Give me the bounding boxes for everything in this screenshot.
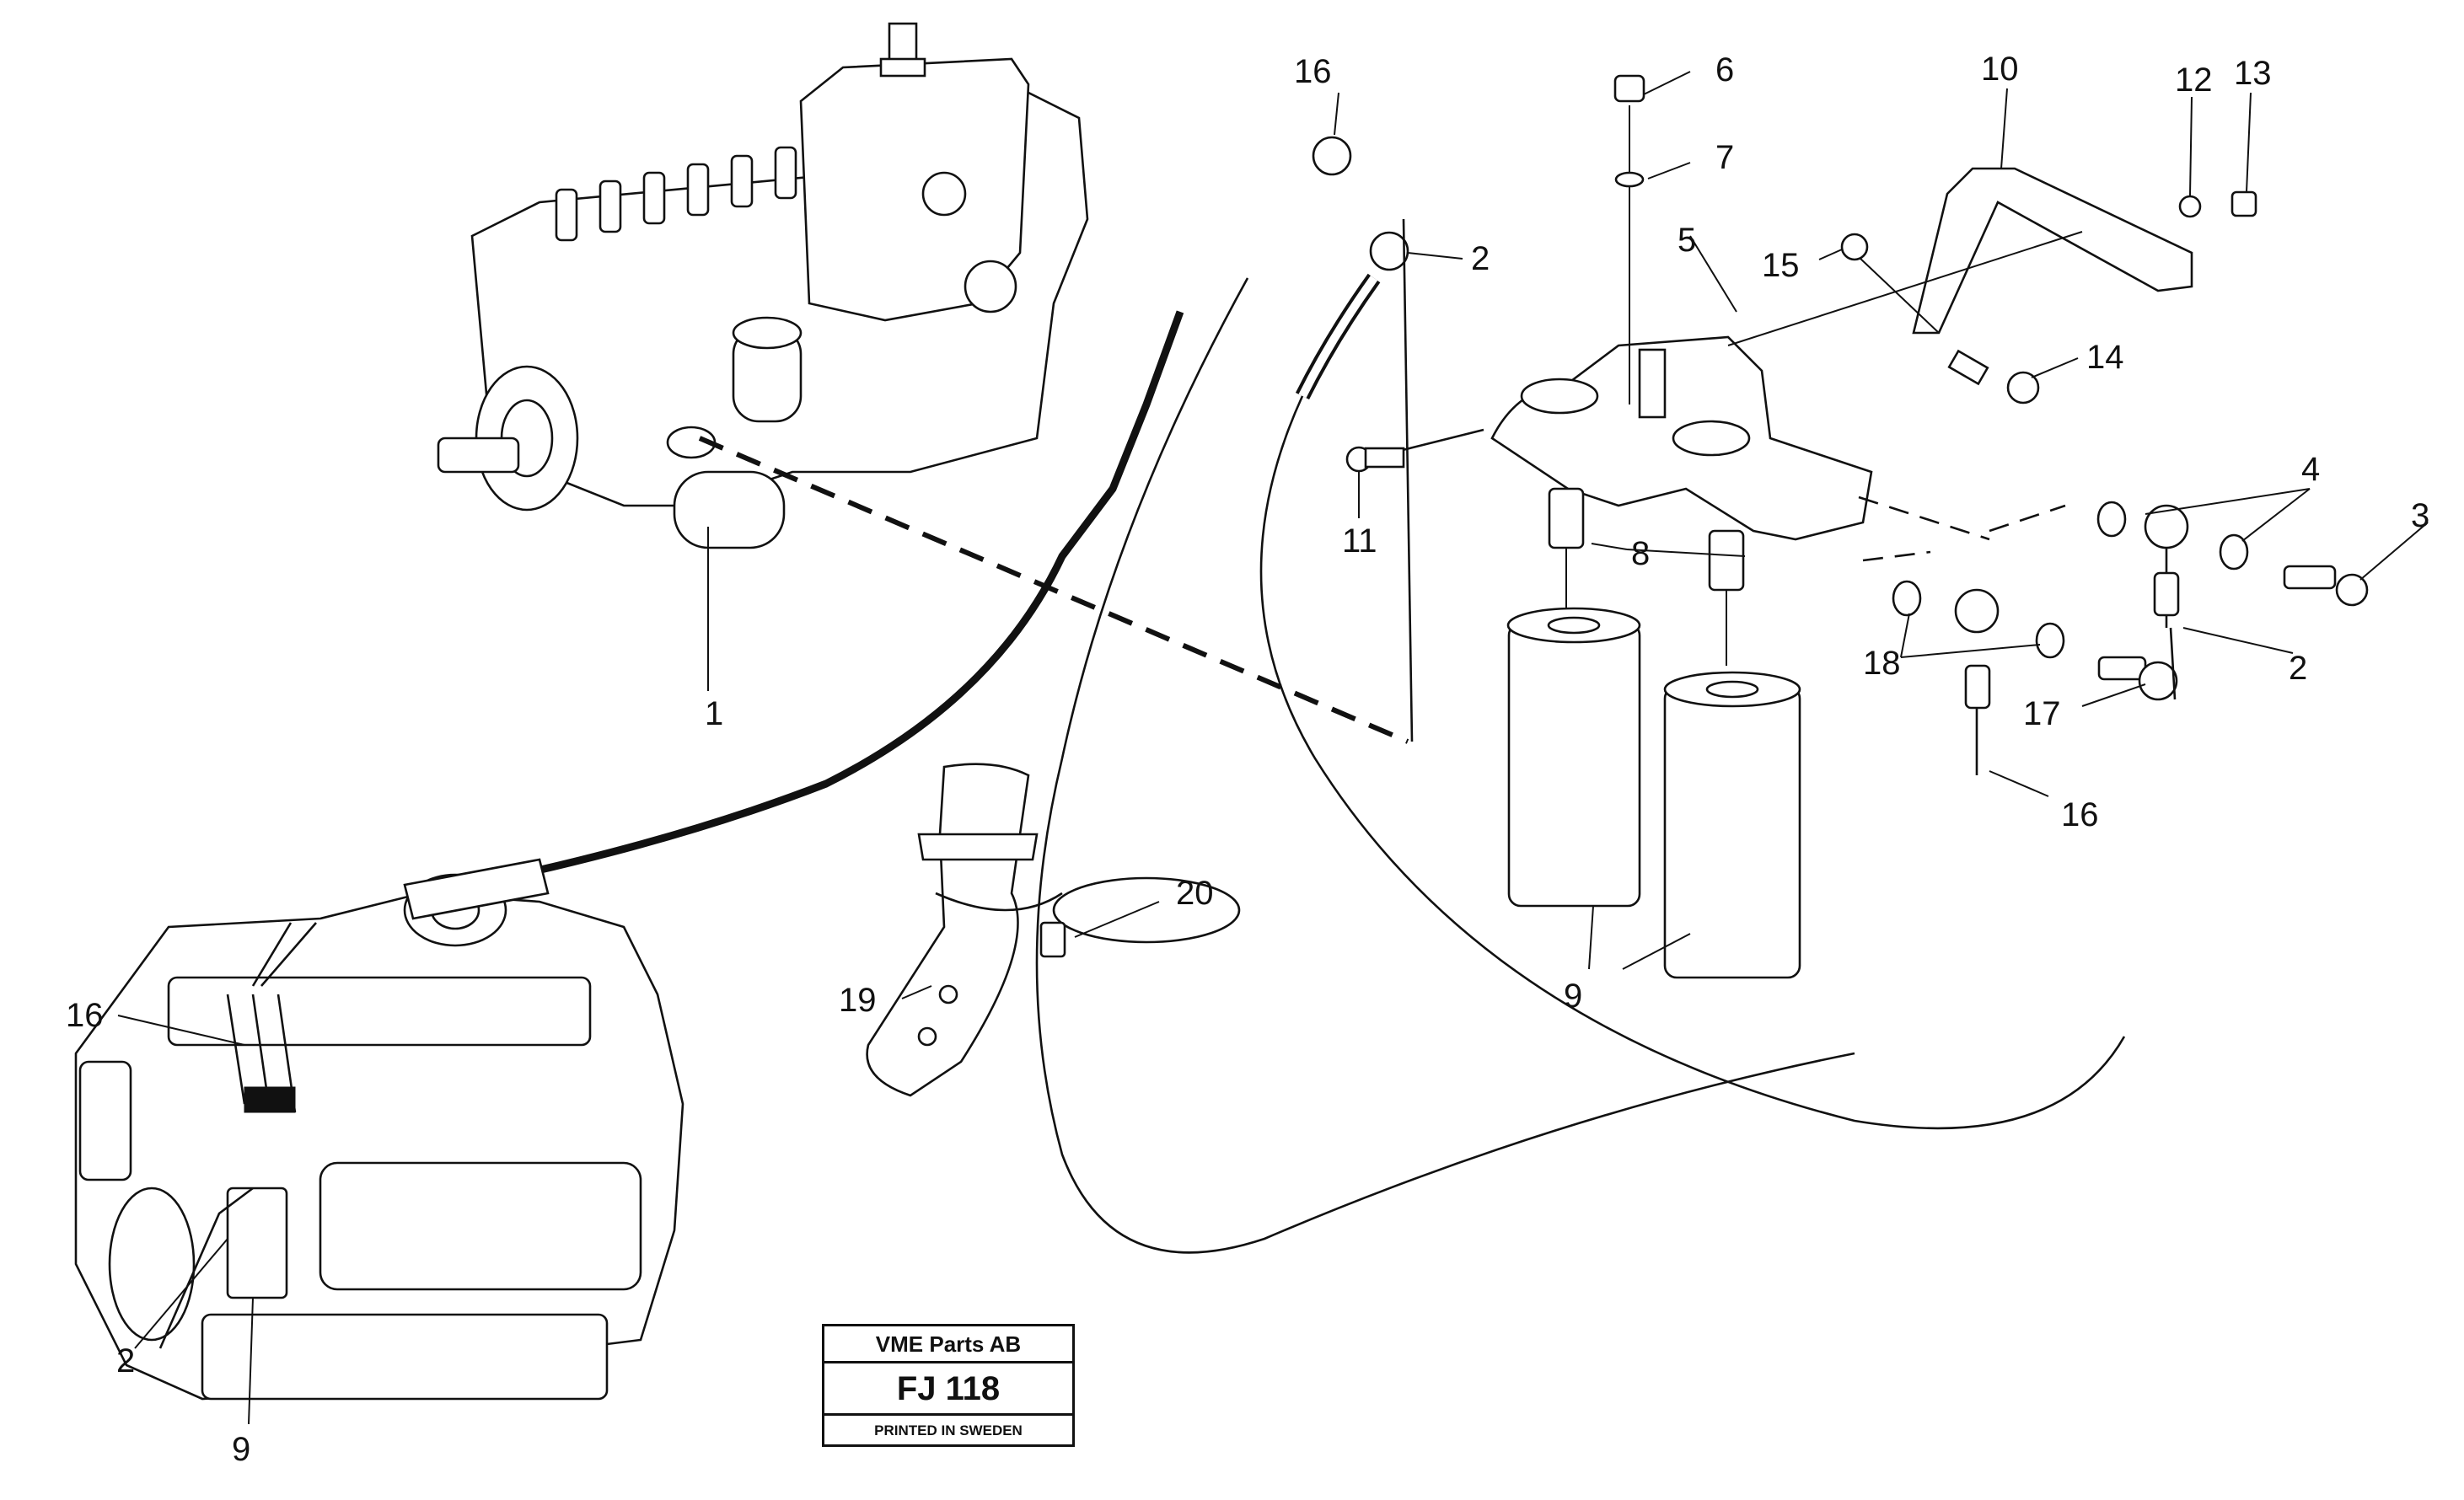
callout-20: 20: [1176, 875, 1214, 912]
title-block: VME Parts AB FJ 118 PRINTED IN SWEDEN: [822, 1324, 1075, 1447]
engine: [74, 858, 684, 1401]
callout-1: 1: [705, 695, 723, 732]
callout-6: 6: [1715, 51, 1734, 88]
pump-outlets: [555, 146, 797, 242]
callout-2-right: 2: [2289, 650, 2307, 687]
callout-2-hose: 2: [1471, 240, 1490, 277]
callout-14: 14: [2086, 339, 2124, 376]
callout-5: 5: [1678, 222, 1696, 259]
callout-2-engine: 2: [116, 1342, 135, 1379]
callout-19: 19: [839, 982, 877, 1019]
callout-16-engine: 16: [66, 997, 104, 1034]
callout-16-right: 16: [2061, 796, 2099, 833]
callout-17: 17: [2023, 695, 2061, 732]
callout-13: 13: [2234, 55, 2272, 92]
hoses: [300, 136, 2126, 1254]
callout-10: 10: [1981, 51, 2019, 88]
callouts: 1 2 2 2 3 4 5 6 7 8 9 9 10 11 12 13 14 1…: [66, 51, 2429, 1468]
title-block-company: VME Parts AB: [824, 1326, 1072, 1363]
filter-head: [1345, 74, 1873, 541]
filter-elements: [1506, 487, 1801, 979]
callout-8: 8: [1631, 535, 1650, 572]
bracket: [1727, 167, 2257, 404]
callout-4: 4: [2301, 451, 2320, 488]
injection-pump: [437, 22, 1089, 549]
right-fittings: [1858, 496, 2369, 775]
pipe-and-clamp: [866, 763, 1241, 1097]
callout-12: 12: [2175, 62, 2213, 99]
callout-3: 3: [2411, 497, 2429, 534]
callout-9-filters: 9: [1564, 978, 1582, 1015]
callout-11: 11: [1342, 522, 1377, 560]
title-block-code: FJ 118: [824, 1363, 1072, 1416]
callout-7: 7: [1715, 139, 1734, 176]
leader-lines: [117, 71, 2429, 1425]
callout-9-engine: 9: [232, 1431, 250, 1468]
title-block-printed: PRINTED IN SWEDEN: [874, 1422, 1023, 1438]
callout-15: 15: [1762, 247, 1800, 284]
callout-18: 18: [1863, 645, 1901, 682]
callout-16-top: 16: [1294, 53, 1332, 90]
